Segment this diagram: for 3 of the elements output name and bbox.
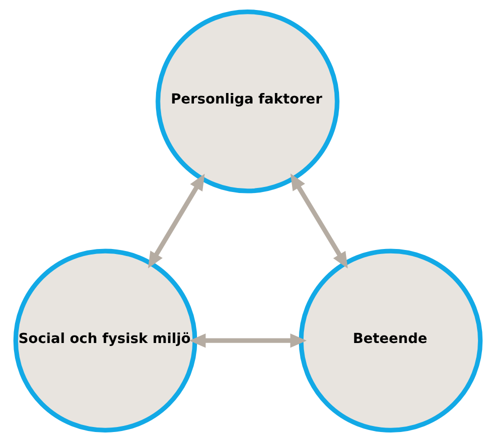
arrow <box>188 333 306 348</box>
arrow <box>148 174 204 268</box>
arrow <box>290 173 348 269</box>
